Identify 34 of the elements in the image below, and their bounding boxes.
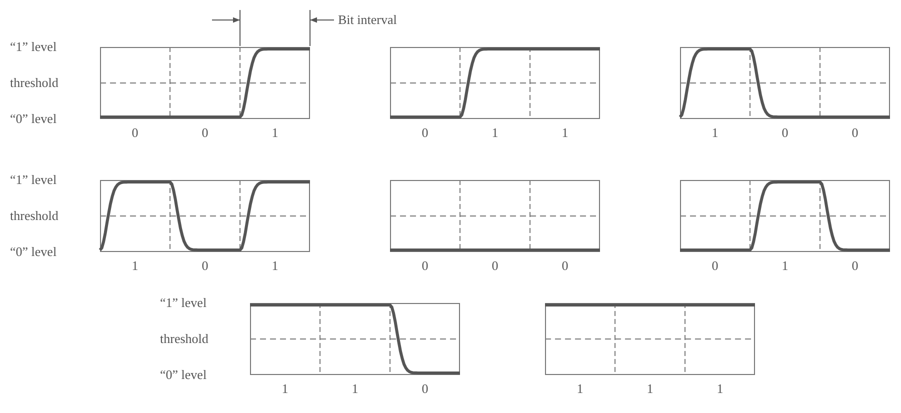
dimension-label: Bit interval — [338, 12, 397, 28]
bit-value: 1 — [282, 381, 288, 397]
bit-value: 0 — [782, 125, 788, 141]
level-label: “1” level — [10, 39, 57, 55]
level-label: threshold — [10, 75, 58, 91]
level-label: “1” level — [160, 295, 207, 311]
bit-value: 0 — [202, 125, 208, 141]
bit-value: 0 — [712, 258, 718, 274]
bit-value: 1 — [132, 258, 138, 274]
bit-value: 0 — [132, 125, 138, 141]
level-label: “0” level — [10, 244, 57, 260]
level-label: “1” level — [10, 172, 57, 188]
bit-value: 1 — [272, 258, 278, 274]
bit-value: 1 — [492, 125, 498, 141]
bit-value: 0 — [422, 381, 428, 397]
bit-value: 0 — [852, 258, 858, 274]
level-label: threshold — [10, 208, 58, 224]
bit-value: 1 — [562, 125, 568, 141]
bit-value: 0 — [202, 258, 208, 274]
bit-value: 0 — [422, 258, 428, 274]
bit-value: 1 — [272, 125, 278, 141]
level-label: threshold — [160, 331, 208, 347]
bit-value: 1 — [716, 381, 724, 397]
bit-value: 0 — [492, 258, 498, 274]
bit-value: 1 — [712, 125, 718, 141]
bit-value: 1 — [576, 381, 584, 397]
level-label: “0” level — [10, 111, 57, 127]
bit-value: 1 — [646, 381, 654, 397]
bit-value: 0 — [852, 125, 858, 141]
bit-value: 0 — [562, 258, 568, 274]
bit-value: 1 — [782, 258, 788, 274]
level-label: “0” level — [160, 367, 207, 383]
bit-value: 0 — [422, 125, 428, 141]
bit-value: 1 — [352, 381, 358, 397]
